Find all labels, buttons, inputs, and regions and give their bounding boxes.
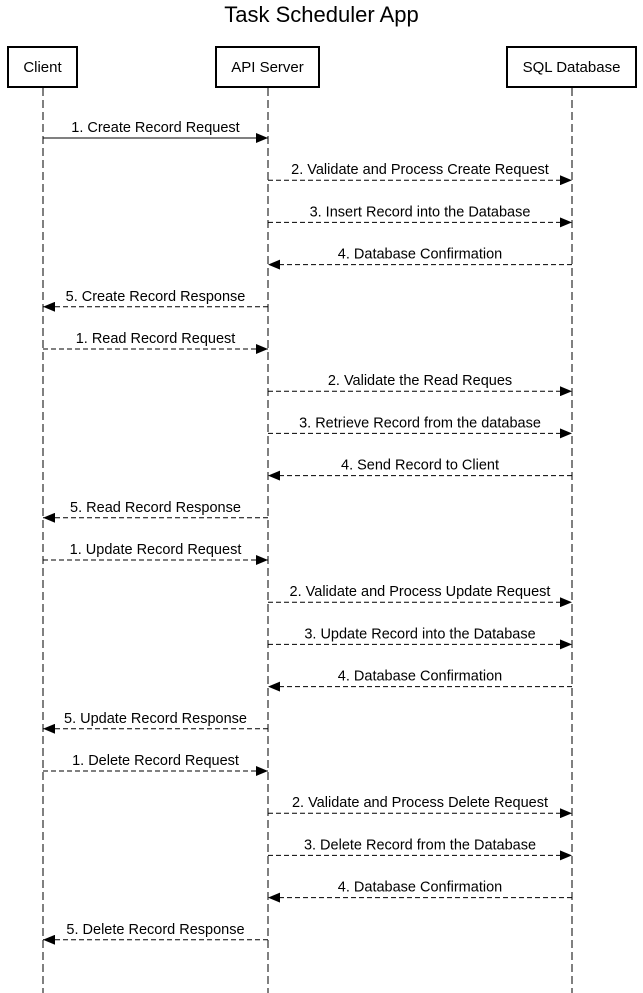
message-label: 1. Delete Record Request	[72, 753, 239, 769]
message-label: 3. Insert Record into the Database	[310, 204, 531, 220]
message-label: 2. Validate and Process Create Request	[291, 162, 549, 178]
message-label: 3. Update Record into the Database	[304, 626, 535, 642]
message-15: 5. Update Record Response	[43, 711, 268, 734]
message-14: 4. Database Confirmation	[268, 669, 572, 692]
participant-client: Client	[7, 46, 78, 88]
message-16: 1. Delete Record Request	[43, 753, 268, 776]
message-label: 5. Update Record Response	[64, 711, 247, 727]
message-label: 2. Validate and Process Update Request	[290, 584, 551, 600]
message-label: 5. Create Record Response	[66, 289, 246, 305]
message-20: 5. Delete Record Response	[43, 922, 268, 945]
message-label: 4. Database Confirmation	[338, 247, 502, 263]
message-label: 2. Validate and Process Delete Request	[292, 795, 548, 811]
participant-sql-database: SQL Database	[506, 46, 637, 88]
message-1: 1. Create Record Request	[43, 120, 268, 143]
message-4: 4. Database Confirmation	[268, 247, 572, 270]
message-8: 3. Retrieve Record from the database	[268, 415, 572, 439]
message-13: 3. Update Record into the Database	[268, 626, 572, 650]
message-7: 2. Validate the Read Reques	[268, 373, 572, 397]
message-label: 1. Create Record Request	[71, 120, 239, 136]
message-5: 5. Create Record Response	[43, 289, 268, 312]
message-label: 4. Send Record to Client	[341, 458, 499, 474]
message-12: 2. Validate and Process Update Request	[268, 584, 572, 608]
message-label: 4. Database Confirmation	[338, 669, 502, 685]
message-label: 2. Validate the Read Reques	[328, 373, 512, 389]
message-10: 5. Read Record Response	[43, 500, 268, 523]
message-6: 1. Read Record Request	[43, 331, 268, 354]
diagram-title: Task Scheduler App	[224, 2, 419, 27]
message-label: 5. Delete Record Response	[66, 922, 244, 938]
message-3: 3. Insert Record into the Database	[268, 204, 572, 228]
message-label: 4. Database Confirmation	[338, 880, 502, 896]
message-19: 4. Database Confirmation	[268, 880, 572, 903]
message-label: 3. Retrieve Record from the database	[299, 415, 541, 431]
message-label: 5. Read Record Response	[70, 500, 241, 516]
message-11: 1. Update Record Request	[43, 542, 268, 565]
message-label: 1. Update Record Request	[70, 542, 242, 558]
message-label: 1. Read Record Request	[76, 331, 236, 347]
message-18: 3. Delete Record from the Database	[268, 837, 572, 861]
message-2: 2. Validate and Process Create Request	[268, 162, 572, 186]
participant-api-server: API Server	[215, 46, 320, 88]
message-label: 3. Delete Record from the Database	[304, 837, 536, 853]
message-17: 2. Validate and Process Delete Request	[268, 795, 572, 819]
message-9: 4. Send Record to Client	[268, 458, 572, 481]
